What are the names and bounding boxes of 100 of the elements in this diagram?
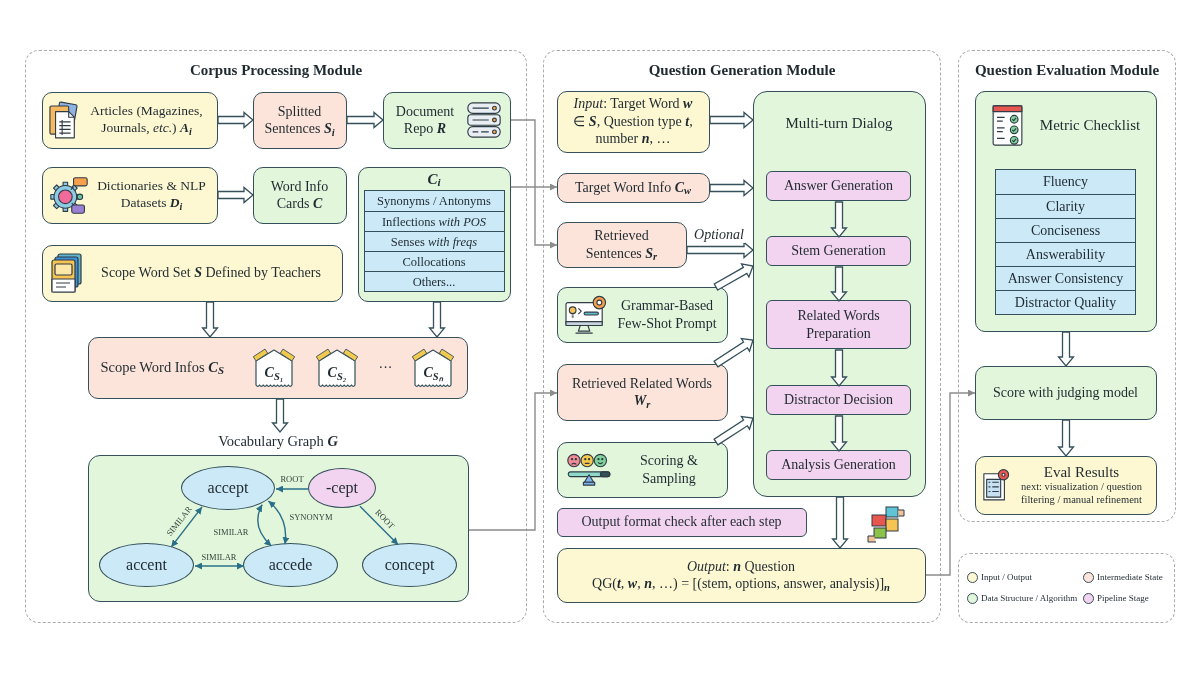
state-box xyxy=(87,336,468,399)
root-ellipse xyxy=(308,468,376,508)
arrow xyxy=(194,562,245,570)
source-box xyxy=(41,91,218,149)
node-label: Input: Target Word w ∈ S, Question type t, number n, … xyxy=(572,95,694,148)
state-box xyxy=(556,221,687,268)
module-panel xyxy=(958,50,1176,522)
arrow xyxy=(925,389,976,576)
node-label: concept xyxy=(384,556,435,574)
node-label: Word Info Cards C xyxy=(269,177,330,213)
node-label: Output format check after each step xyxy=(581,513,782,531)
block-arrow xyxy=(830,266,848,302)
node-label: Dictionaries & NLP Datasets D$_{i}$ xyxy=(96,178,207,212)
node-label: Scope Word Set S Defined by Teachers xyxy=(101,264,321,282)
source-box xyxy=(41,244,343,302)
list-row: Answerability xyxy=(996,241,1135,266)
node-label: Scoring & Sampling xyxy=(639,452,699,487)
node-label: Answer Generation xyxy=(783,177,894,195)
block-arrow xyxy=(346,111,384,129)
list-row: Synonyms / Antonyms xyxy=(364,190,504,211)
node-label: Score with judging model xyxy=(992,383,1138,402)
checklist-panel xyxy=(974,90,1157,332)
list-row: Clarity xyxy=(996,193,1135,218)
arrow xyxy=(275,485,310,493)
algorithm-box xyxy=(556,441,728,498)
arrow xyxy=(267,500,290,545)
module-title: Corpus Processing Module xyxy=(189,61,363,79)
node-label: Multi-turn Dialog xyxy=(785,113,893,132)
module-panel xyxy=(25,50,527,623)
list-row: Fluency xyxy=(996,169,1135,194)
stage-box xyxy=(556,507,807,537)
judge-box xyxy=(974,365,1157,420)
list-row: Senses with freqs xyxy=(364,230,504,251)
block-arrow xyxy=(713,415,754,446)
edge-label: SIMILAR xyxy=(212,527,250,537)
edge-label: Optional xyxy=(693,227,745,243)
block-arrow xyxy=(217,186,254,204)
data-box xyxy=(252,166,347,224)
block-arrow xyxy=(713,263,754,291)
state-box xyxy=(252,91,347,149)
dialog-panel xyxy=(752,90,926,497)
block-arrow xyxy=(217,111,254,129)
info-card-panel xyxy=(357,166,511,302)
block-arrow xyxy=(713,337,754,368)
block-arrow xyxy=(709,111,754,129)
node-label: C$_{S₂}$ xyxy=(327,365,347,381)
source-box xyxy=(41,166,218,224)
node-label: Distractor Decision xyxy=(783,391,894,409)
block-arrow xyxy=(830,415,848,452)
node-label: accede xyxy=(268,556,313,574)
block-arrow xyxy=(709,179,754,197)
node-label: Grammar-Based Few-Shot Prompt xyxy=(616,297,718,332)
node-label: ··· xyxy=(378,359,393,377)
module-panel xyxy=(543,50,941,623)
block-arrow xyxy=(1057,331,1075,367)
node-label: Analysis Generation xyxy=(781,456,896,474)
prompt-box xyxy=(556,286,728,343)
state-box xyxy=(556,363,728,421)
node-label: Splitted Sentences S$_{i}$ xyxy=(263,102,336,138)
module-title: Question Evaluation Module xyxy=(974,61,1160,79)
node-label: Stem Generation xyxy=(791,242,886,260)
legend-label: Input / Output xyxy=(981,572,1032,583)
node-label: Related Words Preparation xyxy=(796,307,881,342)
edge-label: SYNONYM xyxy=(288,512,334,522)
pinned-card xyxy=(253,346,295,390)
state-box xyxy=(556,172,710,203)
stage-box xyxy=(766,385,911,415)
block-arrow xyxy=(830,349,848,387)
list-row: Conciseness xyxy=(996,217,1135,242)
data-box xyxy=(382,91,511,149)
stage-box xyxy=(766,171,911,201)
stage-box xyxy=(766,236,911,266)
node-label: -cept xyxy=(326,479,358,497)
block-arrow xyxy=(831,496,849,549)
node-label: C$_{i}$ xyxy=(427,170,441,188)
result-box xyxy=(974,455,1157,515)
block-arrow xyxy=(428,301,446,338)
pinned-card xyxy=(412,346,454,390)
edge-label: ROOT xyxy=(279,474,305,484)
node-label: Metric Checklist xyxy=(1039,115,1141,134)
stage-box xyxy=(766,450,911,480)
block-arrow xyxy=(1057,419,1075,457)
node-label: QG(t, w, n, …) = [(stem, options, answer, analysis)]$_{n}$ xyxy=(592,575,890,593)
node-label: Retrieved Related Words W$_{r}$ xyxy=(570,374,714,410)
arrow xyxy=(255,503,273,547)
list-row: Collocations xyxy=(364,250,504,271)
node-label: accept xyxy=(207,479,249,497)
node-label: next: visualization / question filtering / manual refinement xyxy=(1020,481,1143,507)
pinned-card xyxy=(316,346,358,390)
stage-box xyxy=(766,300,911,349)
node-label: Target Word Info C$_{w}$ xyxy=(575,178,691,197)
graph-title: Vocabulary Graph G xyxy=(218,431,338,451)
legend-label: Data Structure / Algorithm xyxy=(981,593,1078,604)
legend-label: Pipeline Stage xyxy=(1097,593,1149,604)
node-label: Document Repo R xyxy=(394,102,456,138)
list-row: Inflections with POS xyxy=(364,210,504,231)
input-box xyxy=(556,90,710,153)
node-label: Scope Word Infos C$_{S}$ xyxy=(100,357,224,379)
block-arrow xyxy=(201,301,219,338)
block-arrow xyxy=(686,241,754,259)
